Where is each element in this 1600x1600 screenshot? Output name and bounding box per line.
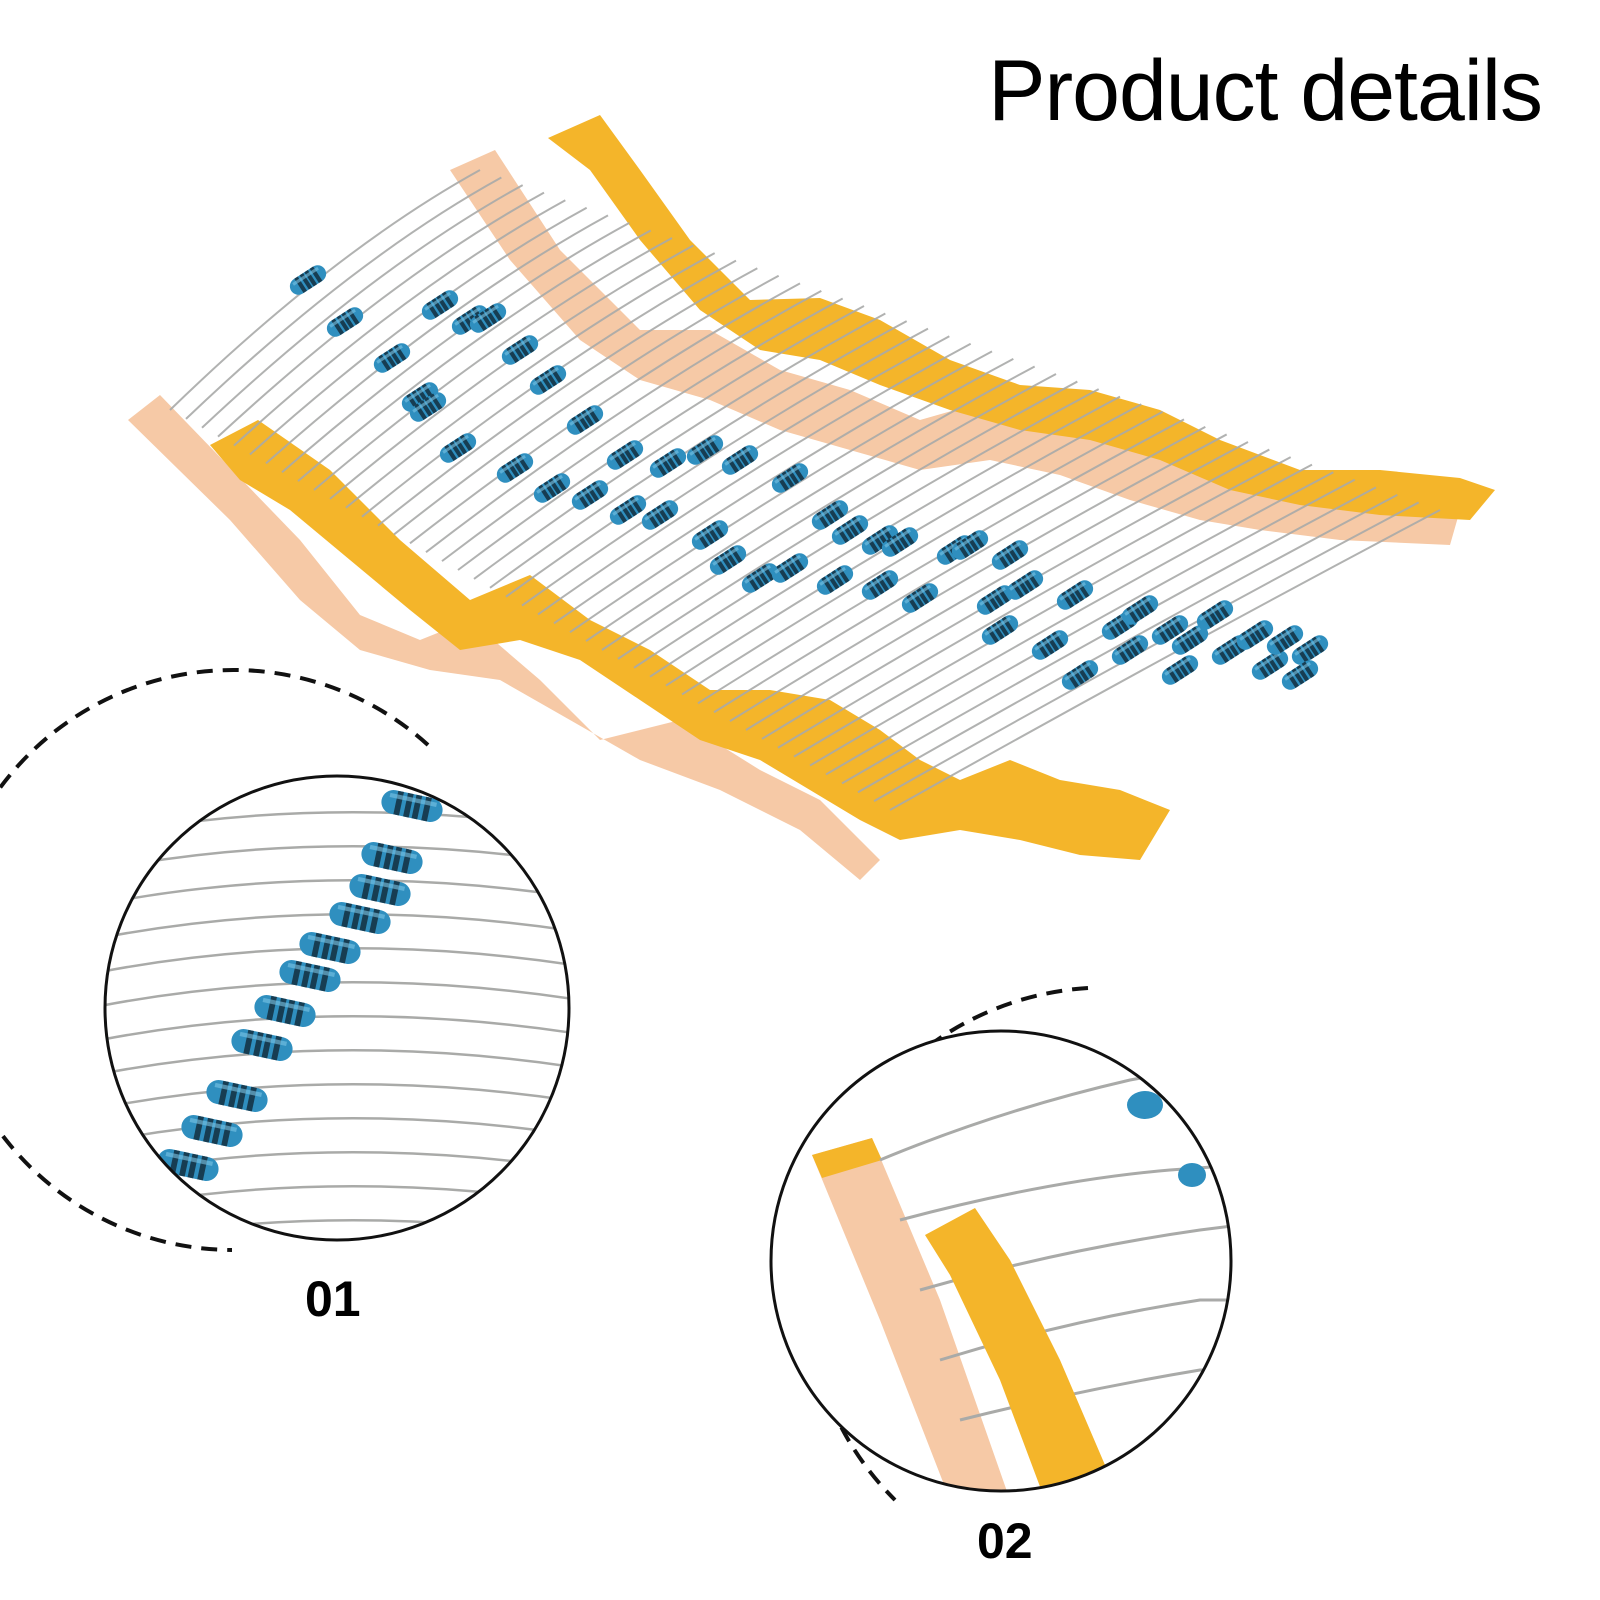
resistor-closeup (349, 874, 411, 906)
resistor (686, 435, 724, 465)
resistor (901, 583, 939, 613)
resistor (373, 343, 411, 373)
resistor (529, 365, 567, 395)
resistor (469, 303, 507, 333)
resistor (1281, 660, 1319, 690)
resistor-closeup (254, 995, 316, 1027)
resistor (421, 290, 459, 320)
resistor (641, 500, 679, 530)
detail-01-circle (103, 774, 571, 1242)
resistor (861, 525, 899, 555)
resistor (976, 585, 1014, 615)
resistor (1266, 625, 1304, 655)
front-tape-left (210, 420, 1170, 860)
resistor (1031, 630, 1069, 660)
resistor (981, 615, 1019, 645)
back-tape-left (128, 395, 880, 880)
resistor (1251, 650, 1289, 680)
resistor (816, 565, 854, 595)
resistor (1121, 595, 1159, 625)
detail-label-02: 02 (977, 1513, 1033, 1569)
resistor-closeup (361, 842, 423, 874)
resistor-closeup (381, 790, 443, 822)
resistor (771, 463, 809, 493)
resistor (649, 448, 687, 478)
detail-01 (0, 668, 571, 1252)
resistor (571, 480, 609, 510)
resistor (501, 335, 539, 365)
resistor (881, 527, 919, 557)
resistor (811, 500, 849, 530)
resistor (951, 530, 989, 560)
resistor (1006, 570, 1044, 600)
resistor (721, 445, 759, 475)
resistor (831, 515, 869, 545)
resistor (606, 440, 644, 470)
resistor (741, 563, 779, 593)
resistor (771, 553, 809, 583)
resistor-closeup (299, 932, 361, 964)
resistors (289, 265, 1329, 690)
resistor-closeup (206, 1080, 268, 1112)
resistor (1161, 655, 1199, 685)
resistor (289, 265, 327, 295)
resistor (1236, 620, 1274, 650)
detail-label-01: 01 (305, 1271, 361, 1327)
resistor (1196, 600, 1234, 630)
resistor (566, 405, 604, 435)
resistor-closeup (279, 960, 341, 992)
resistor-closeup (329, 902, 391, 934)
resistor (691, 520, 729, 550)
resistor (439, 433, 477, 463)
resistor (1291, 635, 1329, 665)
page-title: Product details (988, 43, 1543, 139)
resistor (409, 392, 447, 422)
resistor (709, 545, 747, 575)
resistor (1056, 580, 1094, 610)
resistor (861, 570, 899, 600)
resistor (991, 540, 1029, 570)
resistor (326, 307, 364, 337)
resistor (609, 495, 647, 525)
resistor (1171, 625, 1209, 655)
resistor-closeup (181, 1115, 243, 1147)
resistor-tape-strip (128, 115, 1495, 880)
resistor (1061, 660, 1099, 690)
resistor-closeup (231, 1029, 293, 1061)
resistor (1111, 635, 1149, 665)
detail-02-circle (769, 1029, 1233, 1493)
resistor (1151, 615, 1189, 645)
resistor (496, 453, 534, 483)
detail-01-dashed-arc (0, 668, 430, 1252)
resistor (533, 473, 571, 503)
detail-02 (769, 986, 1233, 1502)
